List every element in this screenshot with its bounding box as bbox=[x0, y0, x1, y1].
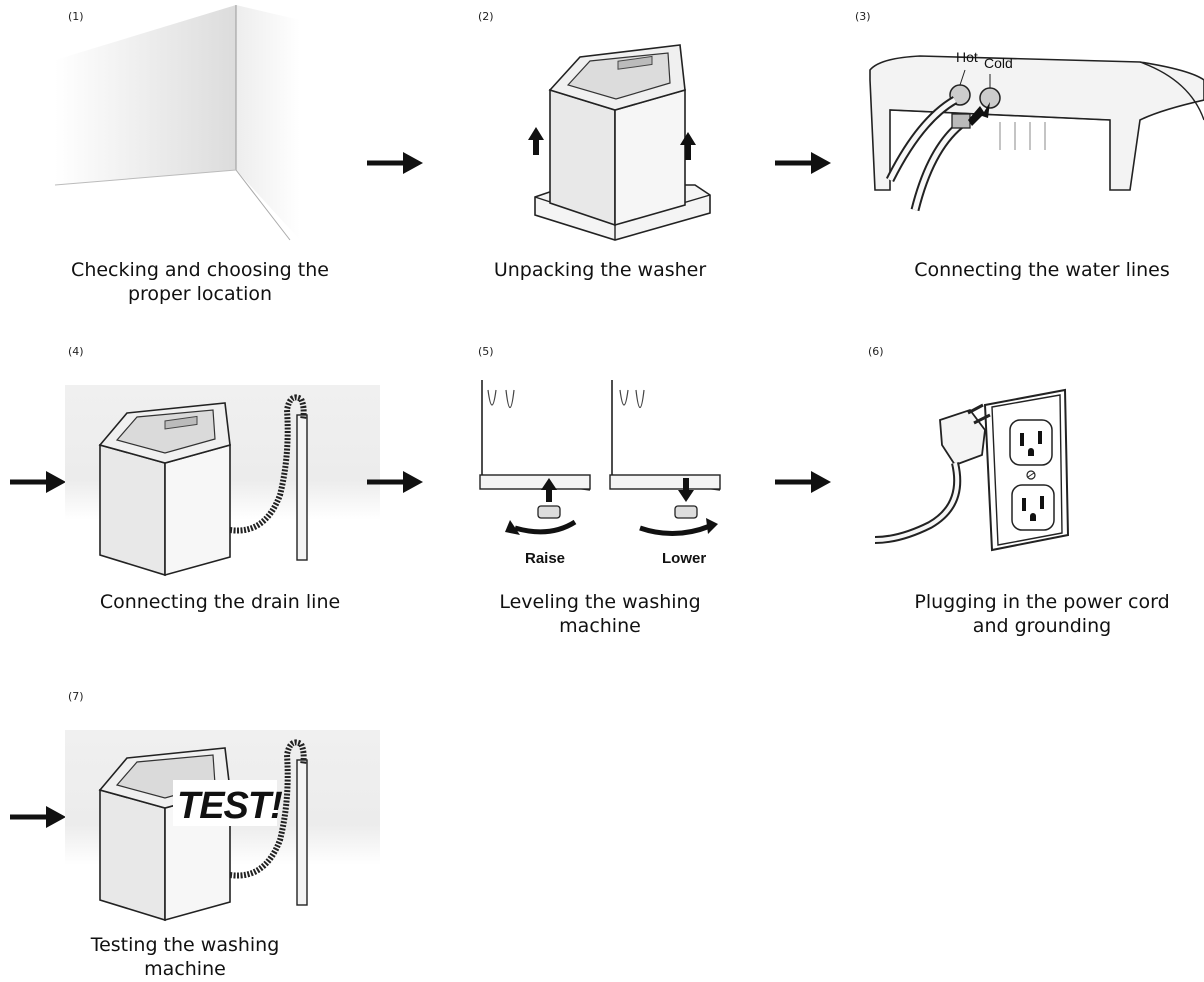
caption-line: Testing the washing bbox=[90, 934, 280, 956]
raise-label: Raise bbox=[525, 550, 565, 567]
step-5-number: (5) bbox=[478, 345, 494, 358]
caption-line: and grounding bbox=[972, 615, 1112, 637]
step-2-caption: Unpacking the washer bbox=[450, 258, 750, 282]
step-4-number: (4) bbox=[68, 345, 84, 358]
cold-label: Cold bbox=[984, 55, 1013, 71]
step-4-caption: Connecting the drain line bbox=[60, 590, 380, 614]
caption-line: Connecting the water lines bbox=[914, 259, 1170, 281]
caption-line: Unpacking the washer bbox=[493, 259, 707, 281]
step-5-caption: Leveling the washing machine bbox=[450, 590, 750, 638]
caption-line: Plugging in the power cord bbox=[914, 591, 1170, 613]
step-2-number: (2) bbox=[478, 10, 494, 23]
lower-label: Lower bbox=[662, 550, 706, 567]
hot-label: Hot bbox=[956, 49, 978, 65]
caption-line: Connecting the drain line bbox=[99, 591, 341, 613]
caption-line: machine bbox=[144, 958, 226, 980]
step-6-number: (6) bbox=[868, 345, 884, 358]
arrow-right-icon bbox=[10, 806, 66, 828]
water-lines-illustration: Hot Cold bbox=[869, 49, 1204, 212]
power-outlet-illustration bbox=[874, 388, 1070, 552]
arrow-right-icon bbox=[367, 471, 423, 493]
step-1-number: (1) bbox=[68, 10, 84, 23]
test-washer-illustration: TEST! bbox=[65, 730, 380, 922]
caption-line: Checking and choosing the bbox=[71, 259, 329, 281]
test-label: TEST! bbox=[177, 785, 282, 827]
room-corner-illustration bbox=[54, 5, 300, 241]
step-7-caption: Testing the washing machine bbox=[40, 933, 330, 981]
arrow-right-icon bbox=[775, 152, 831, 174]
step-3-caption: Connecting the water lines bbox=[880, 258, 1204, 282]
step-6-caption: Plugging in the power cord and grounding bbox=[880, 590, 1204, 638]
arrow-right-icon bbox=[10, 471, 66, 493]
step-1-caption: Checking and choosing the proper locatio… bbox=[40, 258, 360, 306]
drain-line-illustration bbox=[65, 385, 380, 577]
washer-unpacking-illustration bbox=[528, 44, 711, 241]
leveling-feet-illustration: Raise Lower bbox=[479, 380, 721, 567]
arrow-right-icon bbox=[775, 471, 831, 493]
arrow-right-icon bbox=[367, 152, 423, 174]
step-7-number: (7) bbox=[68, 690, 84, 703]
caption-line: Leveling the washing bbox=[499, 591, 701, 613]
step-3-number: (3) bbox=[855, 10, 871, 23]
caption-line: machine bbox=[559, 615, 641, 637]
caption-line: proper location bbox=[127, 283, 273, 305]
